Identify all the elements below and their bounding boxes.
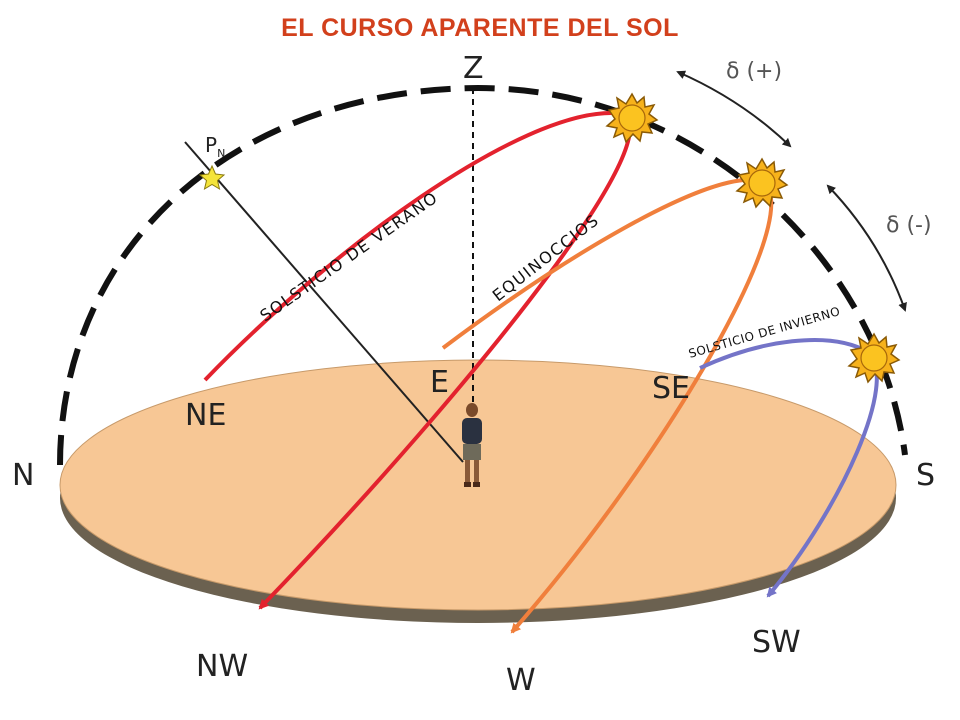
celestial-dome xyxy=(57,84,908,466)
sun-icon xyxy=(736,158,788,208)
southwest-label: SW xyxy=(752,625,801,660)
delta-minus-arrow xyxy=(826,184,907,312)
pole-label: PN xyxy=(205,133,225,160)
west-label: W xyxy=(506,663,536,698)
person-icon xyxy=(462,403,482,487)
star-icon xyxy=(198,164,226,191)
delta-minus-label: δ (-) xyxy=(886,213,932,238)
delta-plus-label: δ (+) xyxy=(726,59,782,84)
delta-plus-arrow xyxy=(676,70,792,148)
pole-axis-line xyxy=(184,141,464,463)
east-label: E xyxy=(430,365,449,400)
southeast-label: SE xyxy=(652,371,690,406)
sun-icon xyxy=(606,93,658,143)
south-label: S xyxy=(916,458,935,493)
equinox-label: EQUINOCCIOS xyxy=(489,210,603,305)
north-label: N xyxy=(12,458,34,493)
sun-icon xyxy=(848,333,900,383)
zenith-label: Z xyxy=(463,51,484,86)
horizon-disk xyxy=(59,359,897,623)
northeast-label: NE xyxy=(185,398,226,433)
northwest-label: NW xyxy=(196,649,248,684)
diagram-title: EL CURSO APARENTE DEL SOL xyxy=(281,14,679,42)
winter-solstice-label: SOLSTICIO DE INVIERNO xyxy=(687,304,842,361)
